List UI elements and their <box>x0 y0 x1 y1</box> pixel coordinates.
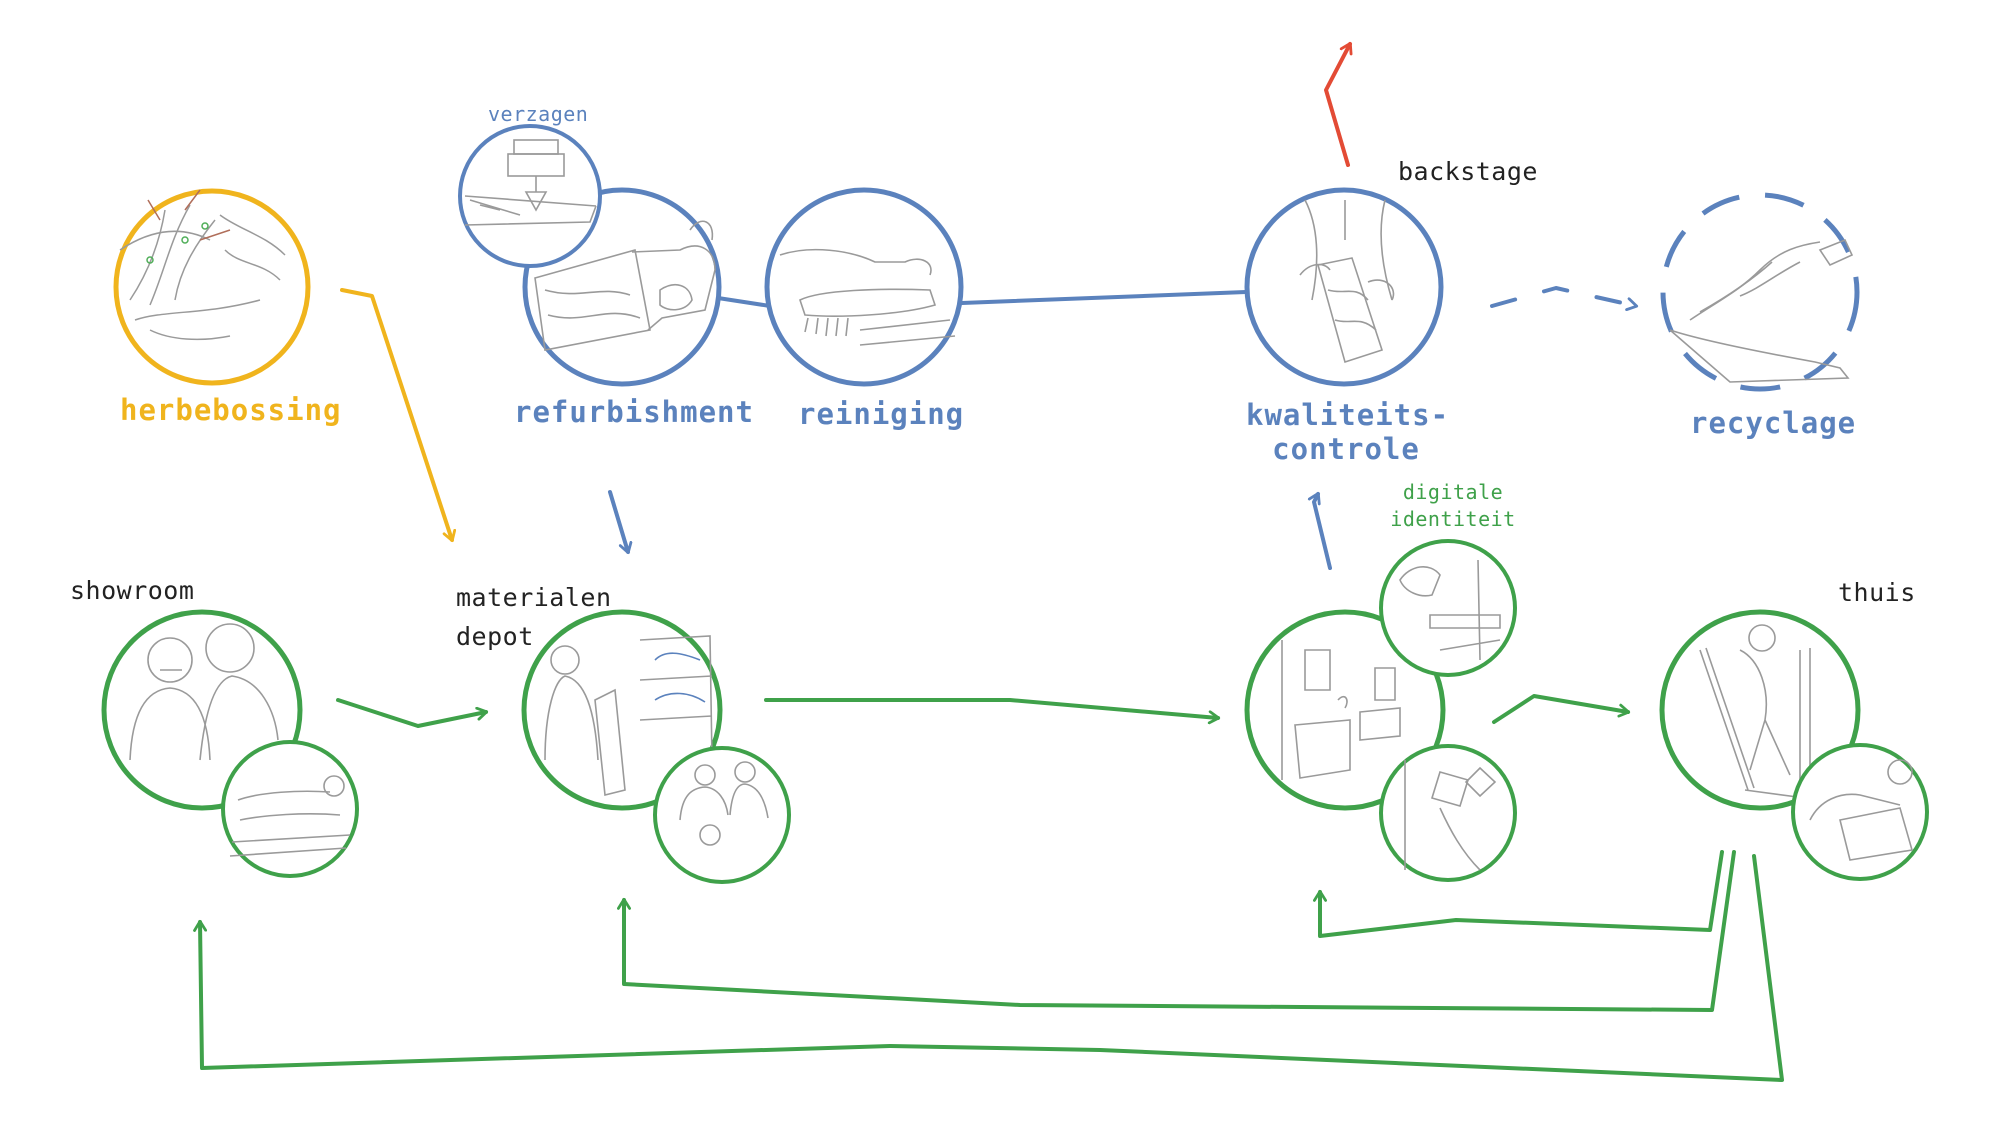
team-meeting-sketch-icon <box>679 761 769 846</box>
label-materialen-line1: materialen <box>456 583 612 612</box>
arrow-kwaliteitscontrole-to-recyclage <box>1490 286 1639 312</box>
label-digitale-identiteit: digitale identiteit <box>1383 479 1523 533</box>
materialen-depot-node <box>521 609 723 811</box>
herbebossing-node <box>113 188 311 386</box>
label-recyclage: recyclage <box>1690 406 1857 440</box>
saw-sketch-icon <box>464 139 597 226</box>
label-digitale-line2: identiteit <box>1390 507 1516 531</box>
digitale-identiteit-node <box>1244 609 1446 811</box>
shredding-sketch-icon <box>1669 238 1854 383</box>
label-refurbishment: refurbishment <box>514 395 754 429</box>
verzagen-node <box>458 124 602 268</box>
arrow-refurbishment-to-depot <box>608 490 633 555</box>
sanding-sketch-icon <box>534 220 716 351</box>
showroom-detail-node <box>221 740 359 878</box>
forest-sketch-icon <box>119 189 286 341</box>
sitting-person-sketch-icon <box>1809 759 1914 861</box>
lying-person-sketch-icon <box>229 775 351 857</box>
return-thuis-to-digitale <box>1313 850 1724 938</box>
label-digitale-line1: digitale <box>1402 480 1504 504</box>
label-materialen-depot: materialen depot <box>456 578 612 656</box>
digitale-identiteit-scan-node <box>1379 539 1517 677</box>
inspection-sketch-icon <box>1299 199 1395 364</box>
arrow-showroom-to-depot <box>336 698 489 728</box>
line-refurbishment-to-reiniging <box>716 296 772 308</box>
arrow-kwaliteitscontrole-exit <box>1324 41 1353 167</box>
line-reiniging-to-kwaliteitscontrole <box>960 290 1248 305</box>
reiniging-node <box>764 187 964 387</box>
arrow-depot-to-digitale <box>764 698 1221 725</box>
label-showroom: showroom <box>70 576 195 605</box>
materialen-depot-detail-node <box>653 746 791 884</box>
recyclage-node <box>1660 192 1860 392</box>
arrow-herbebossing-to-depot <box>340 288 457 543</box>
warehouse-sketch-icon <box>544 635 713 796</box>
return-thuis-to-depot <box>617 850 1736 1012</box>
label-herbebossing: herbebossing <box>120 393 342 427</box>
brush-sketch-icon <box>779 248 956 346</box>
kwaliteitscontrole-node <box>1244 187 1444 387</box>
label-backstage: backstage <box>1398 157 1538 186</box>
thuis-detail-node <box>1791 743 1929 881</box>
label-kwaliteitscontrole-line2: controle <box>1272 432 1420 466</box>
kitchen-sketch-icon <box>1281 640 1401 780</box>
arrow-digitale-to-thuis <box>1492 694 1631 724</box>
return-thuis-to-showroom <box>193 854 1784 1082</box>
thuis-node <box>1659 609 1861 811</box>
consultation-sketch-icon <box>129 623 279 761</box>
card-tap-sketch-icon <box>1404 760 1497 871</box>
label-materialen-line2: depot <box>456 622 534 651</box>
label-thuis: thuis <box>1838 578 1916 607</box>
scanning-sketch-icon <box>1399 559 1501 661</box>
arrow-digitale-to-kwaliteitscontrole <box>1307 491 1332 570</box>
label-verzagen: verzagen <box>488 102 589 126</box>
label-kwaliteitscontrole: kwaliteits- controle <box>1246 398 1450 466</box>
label-kwaliteitscontrole-line1: kwaliteits- <box>1246 398 1450 432</box>
digitale-identiteit-card-node <box>1379 744 1517 882</box>
label-reiniging: reiniging <box>798 397 965 431</box>
